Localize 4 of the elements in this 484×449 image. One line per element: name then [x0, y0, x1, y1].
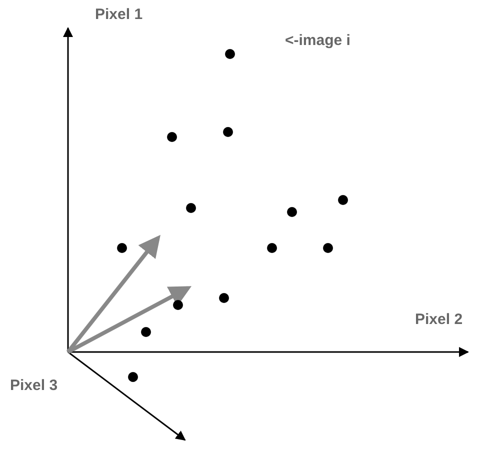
- axis-label: Pixel 3: [10, 377, 58, 394]
- image-label: <-image i: [285, 32, 350, 49]
- axis-label: Pixel 2: [415, 311, 463, 328]
- axis-label: Pixel 1: [95, 6, 143, 23]
